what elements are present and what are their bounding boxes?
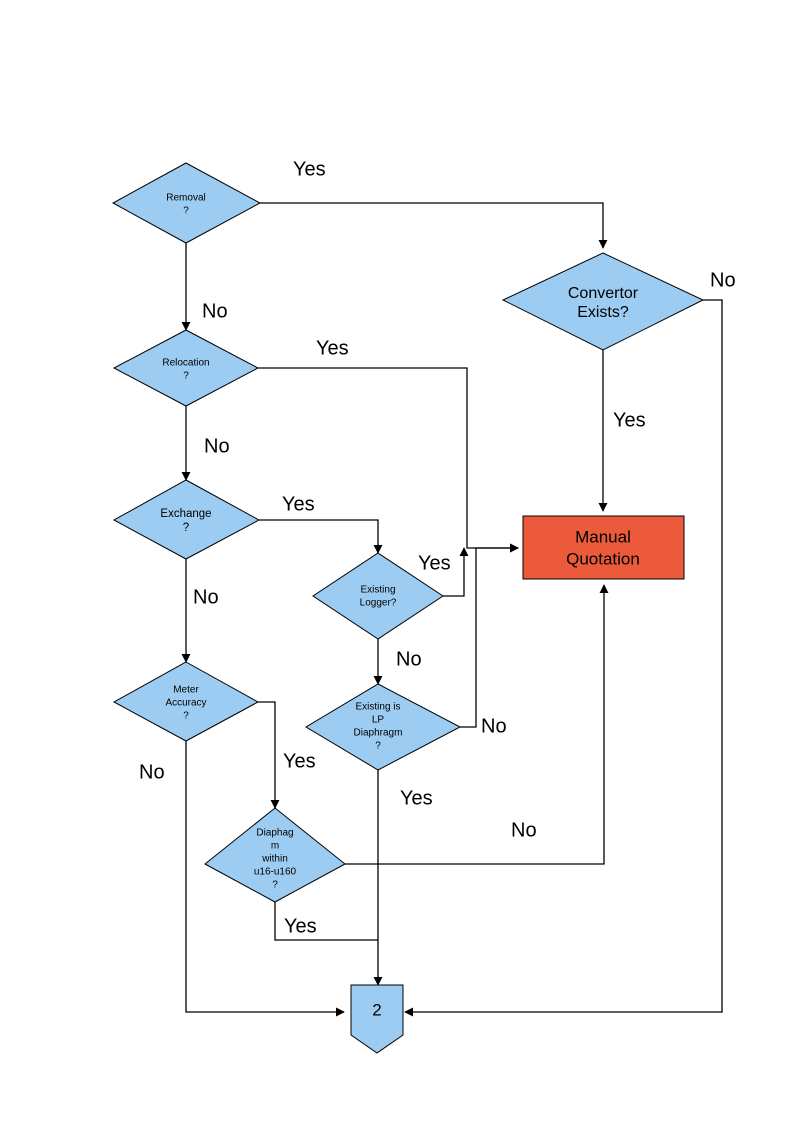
offpage-connector-shape bbox=[350, 984, 404, 1054]
edge-label-meter-acc-yes: Yes bbox=[283, 750, 316, 772]
node-meter-accuracy-line-0: Meter bbox=[173, 685, 199, 696]
edge-convertor-no bbox=[404, 299, 723, 1017]
edge-lp-diaph-no bbox=[460, 543, 519, 728]
edge-diaph-range-yes bbox=[274, 902, 378, 941]
edge-relocation-yes bbox=[258, 367, 519, 553]
edge-logger-yes bbox=[443, 547, 469, 597]
decision-diamond bbox=[112, 661, 260, 742]
edge-label-convertor-no: No bbox=[710, 269, 736, 291]
node-diaphragm-range-line-4: ? bbox=[272, 880, 278, 891]
node-existing-lp-diaphragm[interactable]: Existing is LP Diaphragm ? bbox=[305, 683, 462, 771]
node-convertor-line-1: Exists? bbox=[577, 304, 629, 321]
node-existing-logger-line-1: Logger? bbox=[360, 598, 397, 609]
node-connector-2[interactable]: 2 bbox=[350, 984, 404, 1054]
decision-diamond bbox=[305, 683, 462, 771]
decision-diamond bbox=[112, 479, 261, 560]
node-existing-logger[interactable]: Existing Logger? bbox=[312, 552, 444, 640]
node-manual-quotation-line-1: Quotation bbox=[566, 549, 640, 568]
edge-label-relocation-yes: Yes bbox=[316, 337, 349, 359]
node-connector-2-label: 2 bbox=[372, 1000, 381, 1019]
node-lp-diaphragm-line-0: Existing is bbox=[355, 702, 400, 713]
node-meter-accuracy-line-1: Accuracy bbox=[165, 698, 206, 709]
node-removal-line-1: ? bbox=[183, 206, 189, 217]
edge-label-diaph-range-yes: Yes bbox=[284, 915, 317, 937]
decision-diamond bbox=[111, 162, 262, 244]
edge-label-exchange-yes: Yes bbox=[282, 493, 315, 515]
node-manual-quotation[interactable]: Manual Quotation bbox=[522, 515, 685, 580]
node-removal[interactable]: Removal ? bbox=[111, 162, 262, 244]
edge-meter-acc-no bbox=[185, 741, 345, 1017]
edge-removal-yes bbox=[260, 202, 608, 249]
node-convertor-line-0: Convertor bbox=[568, 285, 639, 302]
node-meter-accuracy[interactable]: Meter Accuracy ? bbox=[112, 661, 260, 742]
decision-diamond bbox=[112, 329, 260, 407]
node-relocation[interactable]: Relocation ? bbox=[112, 329, 260, 407]
edge-label-convertor-yes: Yes bbox=[613, 409, 646, 431]
node-manual-quotation-line-0: Manual bbox=[575, 527, 631, 546]
node-convertor-exists[interactable]: Convertor Exists? bbox=[501, 252, 705, 351]
node-lp-diaphragm-line-3: ? bbox=[375, 741, 381, 752]
edge-label-logger-yes: Yes bbox=[418, 552, 451, 574]
decision-diamond bbox=[501, 252, 705, 351]
node-lp-diaphragm-line-2: Diaphragm bbox=[354, 728, 403, 739]
edge-meter-acc-yes bbox=[258, 701, 280, 809]
node-diaphragm-range-line-1: m bbox=[271, 841, 279, 852]
node-removal-line-0: Removal bbox=[166, 193, 205, 204]
edge-label-exchange-no: No bbox=[193, 586, 219, 608]
edge-exchange-yes bbox=[259, 519, 383, 554]
edge-label-relocation-no: No bbox=[204, 435, 230, 457]
node-diaphragm-range-line-2: within bbox=[261, 854, 288, 865]
node-exchange[interactable]: Exchange ? bbox=[112, 479, 261, 560]
node-exchange-line-0: Exchange bbox=[160, 508, 211, 520]
node-existing-logger-line-0: Existing bbox=[360, 585, 395, 596]
node-diaphragm-range-line-0: Diaphag bbox=[256, 828, 293, 839]
edge-label-diaph-range-no: No bbox=[511, 819, 537, 841]
edge-label-meter-acc-no: No bbox=[139, 761, 165, 783]
node-meter-accuracy-line-2: ? bbox=[183, 711, 189, 722]
edge-label-removal-yes: Yes bbox=[293, 158, 326, 180]
edge-label-logger-no: No bbox=[396, 648, 422, 670]
process-box bbox=[522, 515, 685, 580]
edge-label-removal-no: No bbox=[202, 300, 228, 322]
edge-label-lp-diaph-yes: Yes bbox=[400, 787, 433, 809]
node-relocation-line-1: ? bbox=[183, 371, 189, 382]
decision-diamond bbox=[204, 807, 346, 903]
edge-label-lp-diaph-no: No bbox=[481, 715, 507, 737]
node-lp-diaphragm-line-1: LP bbox=[372, 715, 385, 726]
decision-diamond bbox=[312, 552, 444, 640]
edge-diaph-range-no bbox=[345, 584, 609, 865]
node-exchange-line-1: ? bbox=[183, 522, 189, 534]
node-diaphragm-range-line-3: u16-u160 bbox=[254, 867, 297, 878]
node-diaphragm-range[interactable]: Diaphag m within u16-u160 ? bbox=[204, 807, 346, 903]
node-relocation-line-0: Relocation bbox=[162, 358, 209, 369]
